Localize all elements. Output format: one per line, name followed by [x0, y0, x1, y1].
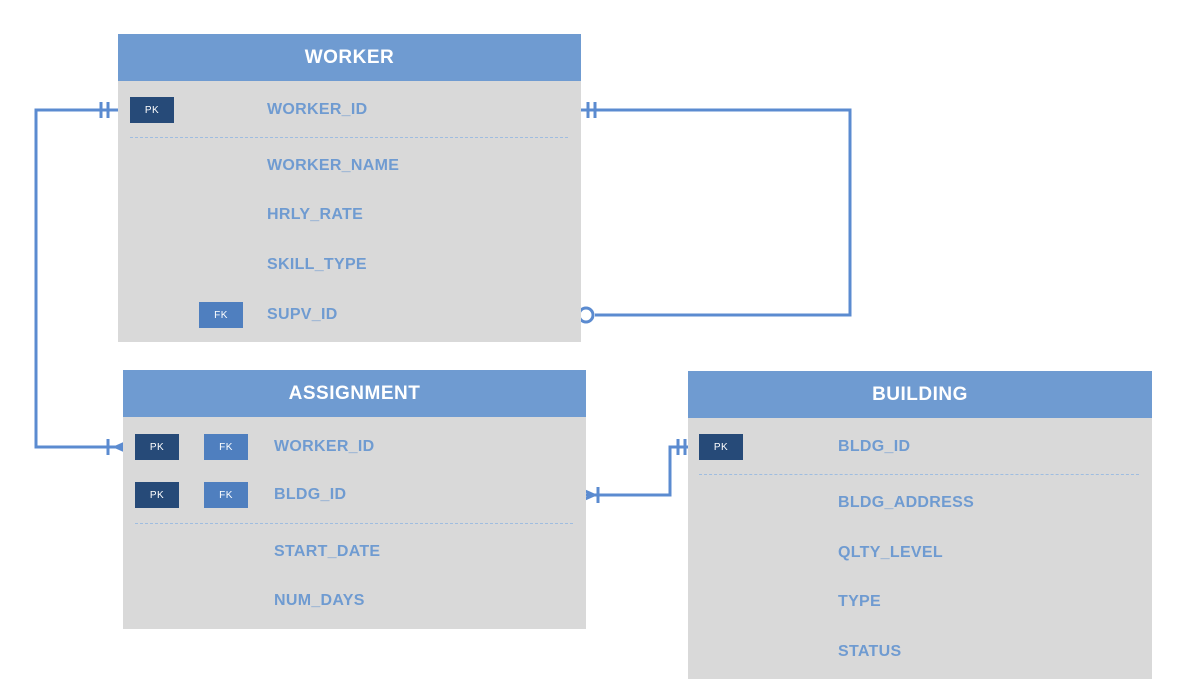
assignment-field-bldg-id: BLDG_ID — [274, 486, 347, 503]
worker-id-pk-badge: PK — [130, 97, 174, 123]
building-field-bldg-address: BLDG_ADDRESS — [838, 494, 975, 511]
building-bldg-id-pk-badge: PK — [699, 434, 743, 460]
building-entity-title: BUILDING — [688, 371, 1152, 418]
building-field-status: STATUS — [838, 643, 902, 660]
assignment-worker-id-pk-badge: PK — [135, 434, 179, 460]
worker-entity: WORKER PK WORKER_ID WORKER_NAME HRLY_RAT… — [118, 34, 581, 342]
worker-pk-divider — [130, 137, 568, 138]
assignment-entity: ASSIGNMENT PK FK WORKER_ID PK FK BLDG_ID… — [123, 370, 586, 629]
assignment-field-start-date: START_DATE — [274, 543, 381, 560]
assignment-field-worker-id: WORKER_ID — [274, 438, 375, 455]
worker-field-worker-name: WORKER_NAME — [267, 157, 400, 174]
assignment-worker-id-fk-badge: FK — [204, 434, 248, 460]
worker-field-skill-type: SKILL_TYPE — [267, 256, 367, 273]
assignment-pk-divider — [135, 523, 573, 524]
worker-entity-title: WORKER — [118, 34, 581, 81]
worker-field-supv-id: SUPV_ID — [267, 306, 338, 323]
assignment-entity-title: ASSIGNMENT — [123, 370, 586, 417]
worker-self-relationship-line — [568, 108, 852, 317]
supv-id-zero-circle — [577, 306, 595, 324]
supv-id-fk-badge: FK — [199, 302, 243, 328]
building-pk-divider — [699, 474, 1139, 475]
building-entity: BUILDING PK BLDG_ID BLDG_ADDRESS QLTY_LE… — [688, 371, 1152, 679]
worker-field-hrly-rate: HRLY_RATE — [267, 206, 364, 223]
assignment-bldg-id-pk-badge: PK — [135, 482, 179, 508]
assignment-building-relationship-line — [575, 445, 698, 497]
assignment-bldg-id-fk-badge: FK — [204, 482, 248, 508]
building-field-type: TYPE — [838, 593, 881, 610]
building-field-bldg-id: BLDG_ID — [838, 438, 911, 455]
building-field-qlty-level: QLTY_LEVEL — [838, 544, 943, 561]
worker-field-worker-id: WORKER_ID — [267, 101, 368, 118]
assignment-field-num-days: NUM_DAYS — [274, 592, 365, 609]
